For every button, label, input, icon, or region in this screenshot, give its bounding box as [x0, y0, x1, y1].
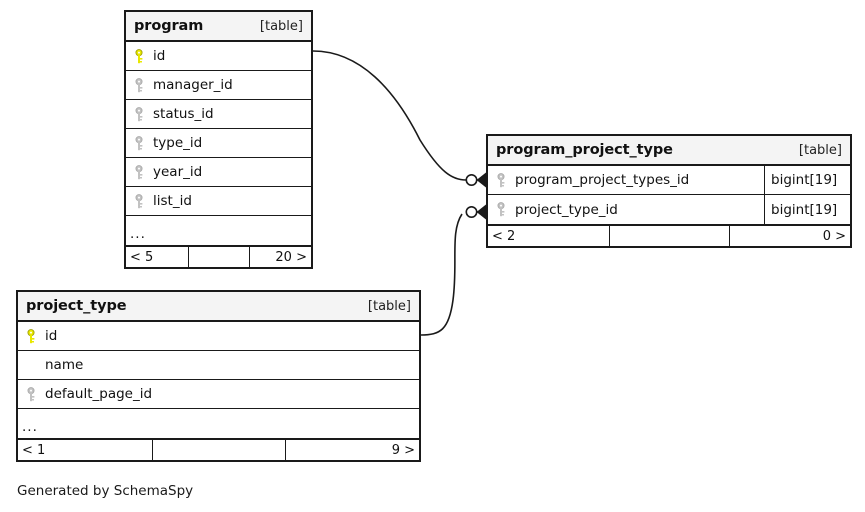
table-footer-program-project-type: < 2 0 >	[488, 224, 850, 246]
footer-children-count[interactable]: 20 >	[249, 247, 311, 267]
column-cell: name	[18, 351, 419, 379]
column-cell: id	[126, 42, 311, 70]
column-name: default_page_id	[45, 386, 153, 402]
table-title: project_type	[26, 298, 127, 314]
column-name: manager_id	[153, 77, 233, 93]
cardinality-zero-circle	[465, 174, 478, 187]
column-row[interactable]: name	[18, 351, 419, 380]
table-title: program	[134, 18, 204, 34]
column-name: status_id	[153, 106, 214, 122]
cardinality-zero-circle	[465, 206, 478, 219]
foreign-key-icon	[132, 187, 150, 216]
column-row[interactable]: project_type_id bigint[19]	[488, 195, 850, 224]
table-kind-label: [table]	[798, 142, 842, 158]
table-columns-project-type: id name default_page_id .	[18, 322, 419, 438]
column-cell: year_id	[126, 158, 311, 186]
table-footer-program: < 5 20 >	[126, 245, 311, 267]
column-name: year_id	[153, 164, 203, 180]
primary-key-icon	[24, 322, 42, 351]
table-kind-label: [table]	[259, 18, 303, 34]
column-row[interactable]: status_id	[126, 100, 311, 129]
column-datatype: bigint[19]	[764, 195, 850, 224]
column-row[interactable]: id	[18, 322, 419, 351]
column-cell: manager_id	[126, 71, 311, 99]
footer-parents-count[interactable]: < 5	[130, 249, 154, 265]
table-footer-project-type: < 1 9 >	[18, 438, 419, 460]
column-cell: id	[18, 322, 419, 350]
cardinality-many-arrow	[476, 204, 486, 220]
column-row[interactable]: program_project_types_id bigint[19]	[488, 166, 850, 195]
footer-parents-count[interactable]: < 1	[22, 442, 46, 458]
table-header-program: program [table]	[126, 12, 311, 42]
table-title: program_project_type	[496, 142, 673, 158]
column-cell: ...	[18, 409, 419, 438]
relationship-project-type-to-program-project-type	[420, 204, 486, 336]
footer-parents-count[interactable]: < 2	[492, 228, 516, 244]
column-cell: program_project_types_id	[488, 166, 764, 194]
column-cell: ...	[126, 216, 311, 245]
column-name: type_id	[153, 135, 203, 151]
column-cell: default_page_id	[18, 380, 419, 408]
footer-children-count[interactable]: 9 >	[285, 440, 419, 460]
column-name: program_project_types_id	[515, 172, 690, 188]
footer-middle-cell	[151, 440, 286, 460]
foreign-key-icon	[24, 380, 42, 409]
no-key-spacer	[24, 351, 42, 380]
table-program-project-type[interactable]: program_project_type [table] program_pro…	[486, 134, 852, 248]
column-row[interactable]: year_id	[126, 158, 311, 187]
column-row[interactable]: id	[126, 42, 311, 71]
column-name: list_id	[153, 193, 192, 209]
table-project-type[interactable]: project_type [table] id name	[16, 290, 421, 462]
column-row[interactable]: manager_id	[126, 71, 311, 100]
cardinality-many-arrow	[476, 172, 486, 188]
table-kind-label: [table]	[367, 298, 411, 314]
column-overflow-row: ...	[126, 216, 311, 245]
column-cell: list_id	[126, 187, 311, 215]
column-name: project_type_id	[515, 201, 618, 218]
column-cell: type_id	[126, 129, 311, 157]
column-datatype: bigint[19]	[764, 166, 850, 194]
foreign-key-icon	[132, 100, 150, 129]
column-row[interactable]: list_id	[126, 187, 311, 216]
relationship-program-to-program-project-type	[312, 50, 486, 188]
column-row[interactable]: default_page_id	[18, 380, 419, 409]
ellipsis-label: ...	[22, 418, 38, 435]
ellipsis-label: ...	[130, 225, 146, 242]
foreign-key-icon	[494, 166, 512, 195]
footer-middle-cell	[608, 226, 730, 246]
column-row[interactable]: type_id	[126, 129, 311, 158]
foreign-key-icon	[132, 129, 150, 158]
column-cell: project_type_id	[488, 195, 764, 224]
column-cell: status_id	[126, 100, 311, 128]
foreign-key-icon	[494, 195, 512, 224]
column-name: id	[45, 328, 58, 344]
primary-key-icon	[132, 42, 150, 71]
column-overflow-row: ...	[18, 409, 419, 438]
column-name: name	[45, 357, 84, 373]
table-columns-program-project-type: program_project_types_id bigint[19] proj…	[488, 166, 850, 224]
table-header-project-type: project_type [table]	[18, 292, 419, 322]
column-name: id	[153, 48, 166, 64]
table-program[interactable]: program [table] id manager_id	[124, 10, 313, 269]
footer-middle-cell	[187, 247, 250, 267]
foreign-key-icon	[132, 71, 150, 100]
footer-children-count[interactable]: 0 >	[729, 226, 850, 246]
foreign-key-icon	[132, 158, 150, 187]
table-columns-program: id manager_id status_id	[126, 42, 311, 245]
table-header-program-project-type: program_project_type [table]	[488, 136, 850, 166]
generator-caption: Generated by SchemaSpy	[17, 483, 194, 499]
